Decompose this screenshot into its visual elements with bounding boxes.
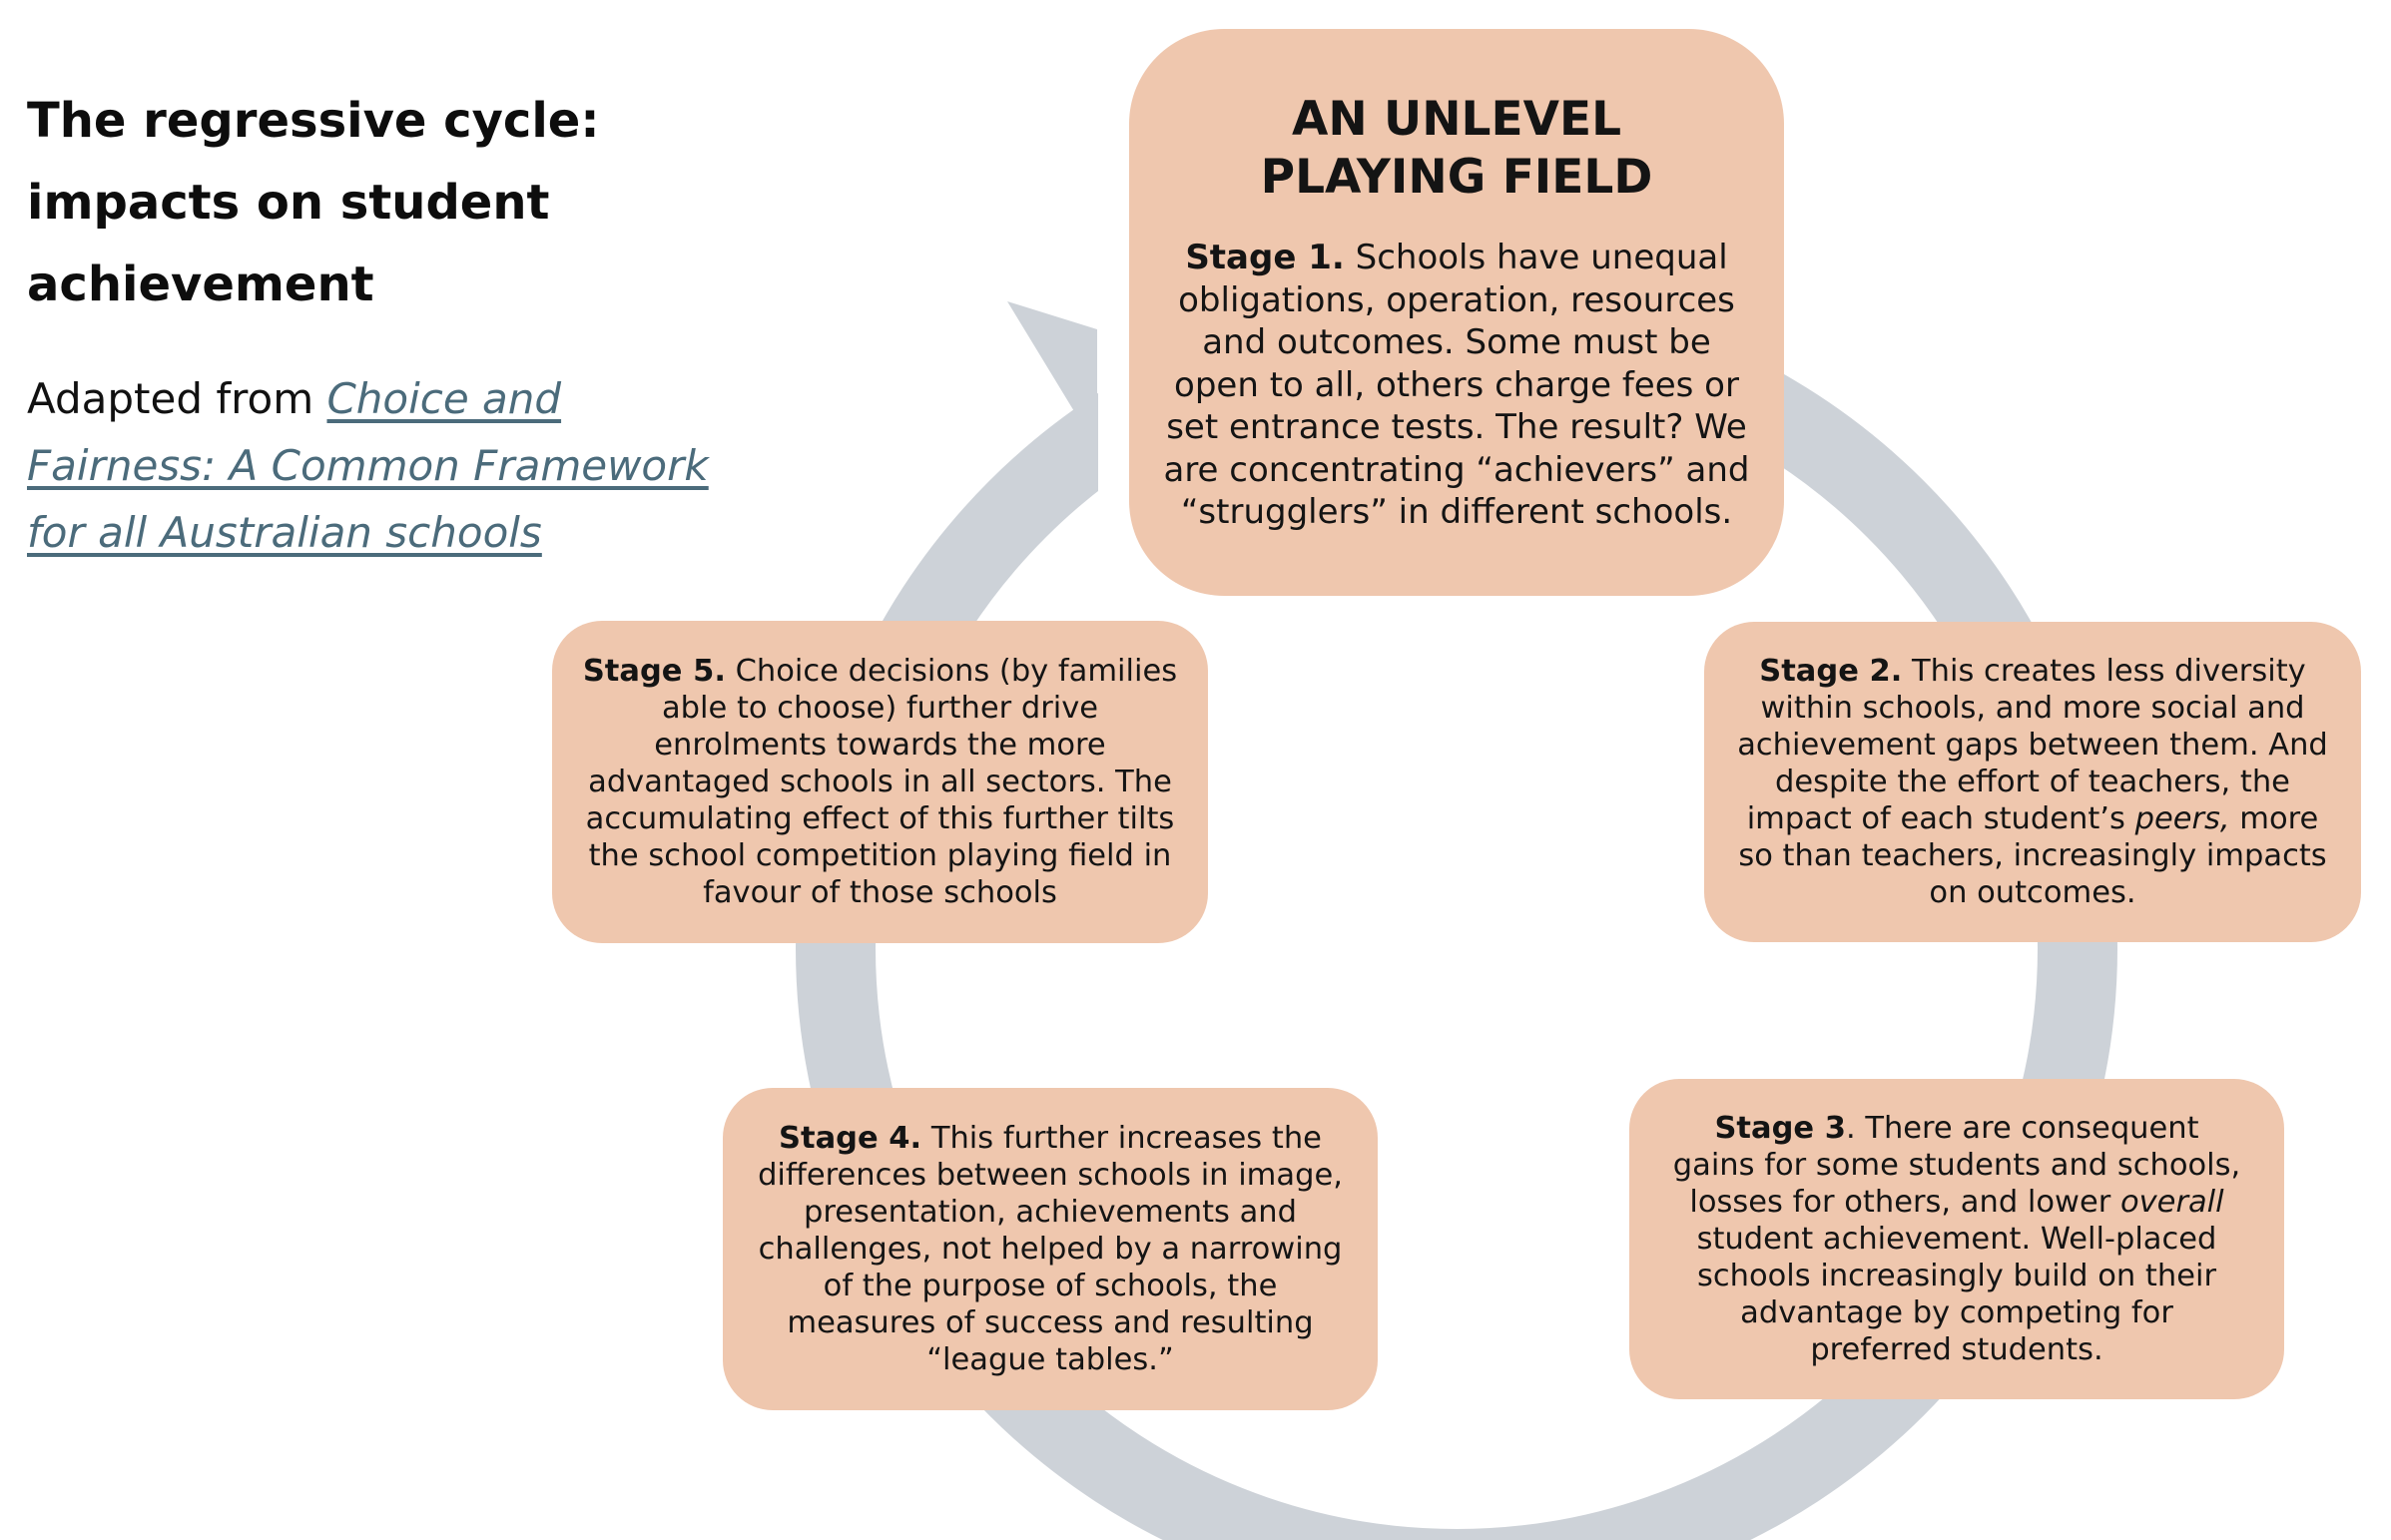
cycle-arrowhead (1007, 301, 1097, 449)
stage-2-body-start: This creates less diversity within schoo… (1737, 654, 2328, 836)
stage-5-box: Stage 5. Choice decisions (by families a… (552, 621, 1208, 943)
stage-4-box: Stage 4. This further increases the diff… (723, 1088, 1378, 1410)
stage-1-box: AN UNLEVEL PLAYING FIELD Stage 1. School… (1129, 29, 1784, 596)
stage-4-label: Stage 4. (779, 1121, 922, 1156)
stage-3-text: Stage 3. There are consequent gains for … (1669, 1110, 2244, 1368)
stage-3-body-start: . There are consequent gains for some st… (1672, 1111, 2241, 1220)
stage-1-title: AN UNLEVEL PLAYING FIELD (1260, 92, 1653, 205)
stage-5-label: Stage 5. (582, 654, 726, 689)
stage-3-emphasis: overall (2119, 1185, 2224, 1220)
stage-5-body: Choice decisions (by families able to ch… (585, 654, 1178, 910)
stage-3-box: Stage 3. There are consequent gains for … (1629, 1079, 2284, 1399)
stage-2-body-end: more so than teachers, increasingly impa… (1738, 801, 2327, 910)
source-link[interactable]: Choice and Fairness: A Common Framework … (27, 374, 709, 557)
stage-2-emphasis: peers, (2134, 801, 2230, 836)
stage-2-box: Stage 2. This creates less diversity wit… (1704, 622, 2361, 942)
stage-2-text: Stage 2. This creates less diversity wit… (1728, 653, 2337, 911)
source-citation: Adapted from Choice and Fairness: A Comm… (27, 365, 746, 566)
source-prefix: Adapted from (27, 374, 327, 423)
stage-1-body: Schools have unequal obligations, operat… (1163, 238, 1750, 532)
stage-2-label: Stage 2. (1759, 654, 1903, 689)
stage-4-text: Stage 4. This further increases the diff… (749, 1120, 1352, 1378)
stage-5-text: Stage 5. Choice decisions (by families a… (580, 653, 1180, 911)
page-title: The regressive cycle: impacts on student… (27, 93, 600, 312)
stage-4-body: This further increases the differences b… (758, 1121, 1343, 1377)
stage-3-body-end: student achievement. Well-placed schools… (1696, 1222, 2217, 1367)
stage-1-text: Stage 1. Schools have unequal obligation… (1157, 237, 1756, 534)
stage-3-label: Stage 3 (1714, 1111, 1846, 1146)
stage-1-label: Stage 1. (1185, 238, 1345, 277)
